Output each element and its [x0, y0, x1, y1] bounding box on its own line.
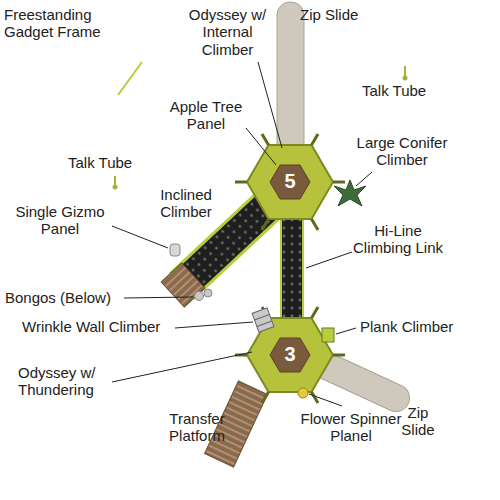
part-label: Zip Slide: [390, 404, 446, 439]
part-label: Apple Tree Panel: [160, 98, 252, 133]
part-label: Flower Spinner Planel: [292, 410, 410, 445]
zip-slide: [277, 2, 304, 162]
part-label: Odyssey w/ Thundering: [18, 364, 138, 399]
part-label: Hi-Line Climbing Link: [346, 222, 450, 257]
deck-number: 5: [276, 170, 304, 193]
end-platform: [161, 263, 205, 307]
part-label: Freestanding Gadget Frame: [4, 6, 114, 41]
deck-3: [235, 307, 345, 403]
gadget-frame: [118, 62, 142, 95]
part-label: Zip Slide: [300, 6, 380, 23]
leader-lines: [112, 62, 372, 406]
part-label: Single Gizmo Panel: [4, 203, 116, 238]
part-label: Transfer Platform: [158, 410, 236, 445]
part-label: Wrinkle Wall Climber: [22, 318, 202, 335]
deck-5: [235, 134, 345, 230]
bongos: [195, 289, 213, 301]
part-label: Large Conifer Climber: [346, 134, 458, 169]
part-label: Bongos (Below): [5, 289, 145, 306]
climbing-link: [281, 218, 303, 322]
gizmo-panel: [170, 244, 180, 256]
part-label: Odyssey w/ Internal Climber: [185, 6, 270, 58]
wrinkle-wall: [252, 308, 274, 332]
conifer-climber: [334, 180, 366, 206]
deck-number: 3: [276, 343, 304, 366]
part-label: Inclined Climber: [150, 186, 222, 221]
part-label: Talk Tube: [362, 82, 452, 99]
zip-slide: [318, 362, 396, 398]
flower-spinner: [298, 388, 308, 398]
part-label: Talk Tube: [68, 154, 158, 171]
part-label: Plank Climber: [360, 318, 490, 335]
plank-climber: [322, 328, 334, 342]
